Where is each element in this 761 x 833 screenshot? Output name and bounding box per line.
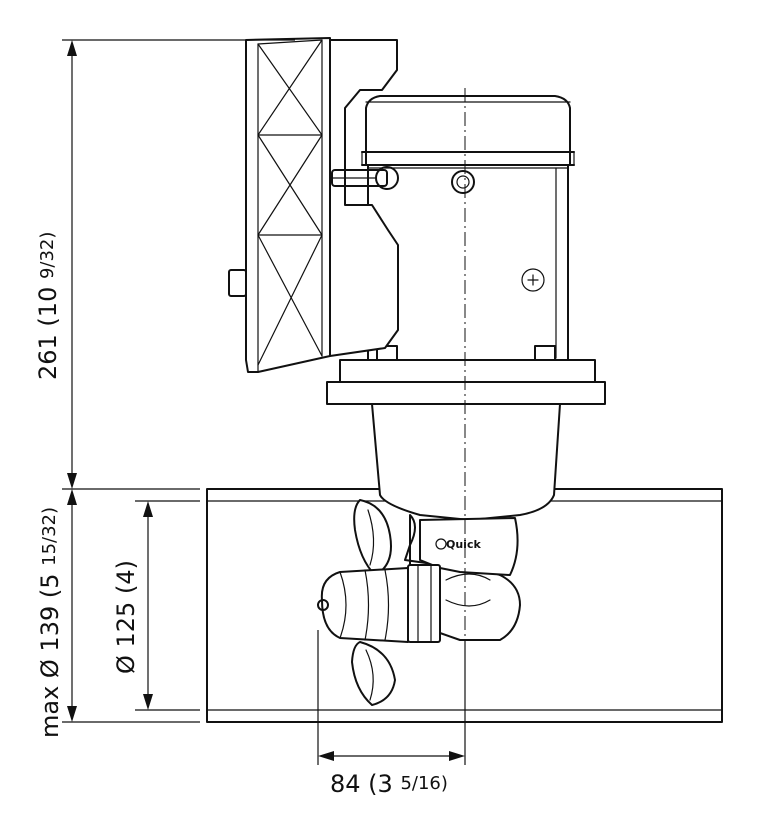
gear-leg: [371, 403, 561, 521]
offset-label: 84 (3 5/16): [330, 770, 448, 798]
height-label: 261 (10 9/32): [34, 232, 62, 380]
gear-housing: Quick: [404, 514, 521, 643]
max-diameter-label: max Ø 139 (5 15/32): [36, 507, 64, 738]
motor-cap: [361, 95, 575, 166]
quick-logo: Quick: [446, 538, 481, 551]
inner-diameter-label: Ø 125 (4): [112, 560, 140, 674]
control-box: [228, 37, 331, 373]
propeller: [317, 499, 409, 706]
inner-diameter-dimension-arrow: [135, 500, 200, 711]
height-dimension-arrow: [62, 39, 295, 490]
max-diameter-dimension-arrow: [62, 489, 200, 723]
mounting-flange: [326, 359, 606, 405]
offset-dimension-arrow: [317, 630, 466, 765]
bracket: [329, 39, 399, 357]
